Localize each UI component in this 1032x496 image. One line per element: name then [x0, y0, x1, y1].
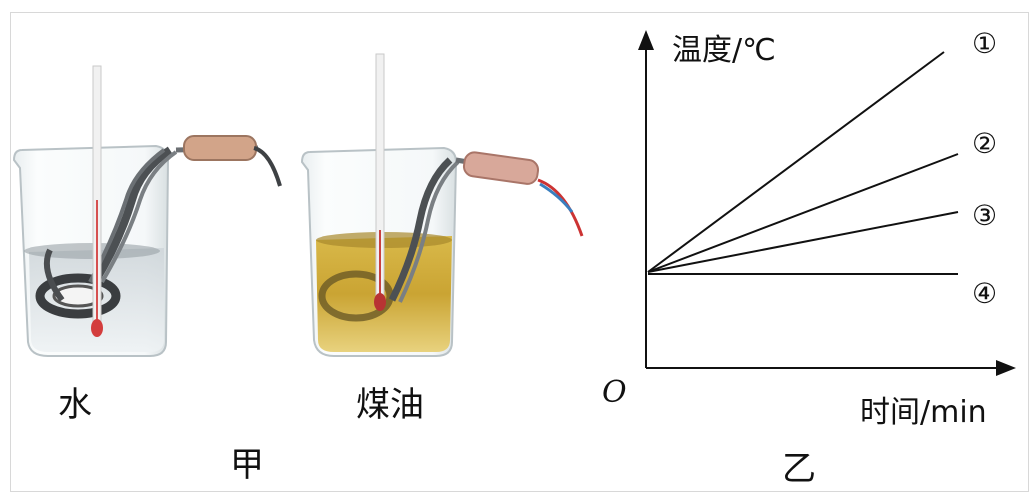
line-1-label: ① — [972, 27, 998, 60]
line-1 — [647, 51, 945, 273]
figure-jia-caption: 甲 — [230, 445, 264, 485]
figure-frame — [10, 12, 1029, 492]
line-3 — [647, 211, 959, 273]
line-4-label: ④ — [972, 277, 998, 310]
line-3-label: ③ — [972, 199, 998, 232]
x-axis-arrow — [996, 360, 1016, 376]
water-label: 水 — [58, 385, 92, 425]
kerosene-label: 煤油 — [356, 385, 424, 425]
figure-yi-caption: 乙 — [782, 449, 816, 489]
line-2-label: ② — [972, 127, 998, 160]
y-axis-arrow — [638, 30, 654, 50]
origin-label: O — [602, 375, 627, 410]
water-beaker — [12, 65, 282, 357]
x-axis-label: 时间/min — [860, 395, 987, 430]
y-axis-label: 温度/℃ — [672, 33, 776, 68]
kerosene-beaker — [300, 53, 584, 357]
line-2 — [647, 153, 959, 273]
